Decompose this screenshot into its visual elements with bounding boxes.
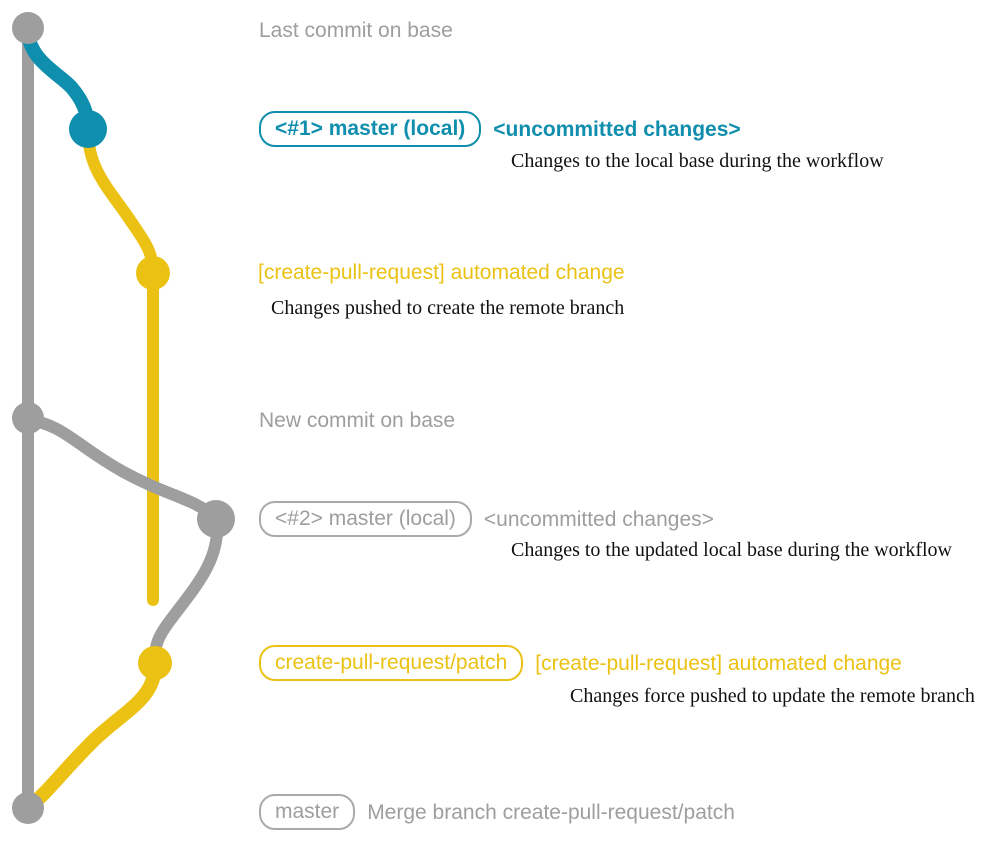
remote-1-push-curve (82, 125, 159, 279)
badge-local-2[interactable]: <#2> master (local) (259, 501, 472, 537)
commit-message-local-1: <uncommitted changes> (493, 117, 741, 141)
badge-remote-branch[interactable]: create-pull-request/patch (259, 645, 524, 681)
remote-2-forcepush-curve (148, 515, 224, 669)
badge-local-1[interactable]: <#1> master (local) (259, 111, 482, 147)
commit-node-base-head[interactable] (12, 12, 44, 44)
row-remote-create: [create-pull-request] automated change (258, 262, 625, 283)
row-local-1: <#1> master (local) <uncommitted changes… (259, 111, 741, 147)
commit-message-remote-create: [create-pull-request] automated change (258, 261, 625, 284)
local-2-branch-curve (22, 414, 222, 525)
row-merge: master Merge branch create-pull-request/… (259, 794, 735, 830)
commit-message-local-2: <uncommitted changes> (483, 507, 714, 531)
description-remote-create: Changes pushed to create the remote bran… (271, 297, 625, 319)
commit-node-base-new[interactable] (12, 402, 44, 434)
commit-node-remote-1[interactable] (136, 256, 170, 290)
commit-message-remote-update: [create-pull-request] automated change (535, 651, 902, 675)
commit-node-remote-2[interactable] (138, 646, 172, 680)
row-remote-update: create-pull-request/patch [create-pull-r… (259, 645, 902, 681)
headline-new-commit-on-base: New commit on base (259, 409, 456, 432)
row-local-2: <#2> master (local) <uncommitted changes… (259, 501, 714, 537)
commit-node-local-2[interactable] (197, 500, 235, 538)
commit-node-local-1[interactable] (69, 110, 107, 148)
description-local-2: Changes to the updated local base during… (511, 539, 952, 561)
commit-node-merge[interactable] (12, 792, 44, 824)
commit-message-merge: Merge branch create-pull-request/patch (367, 800, 735, 824)
description-local-1: Changes to the local base during the wor… (511, 150, 884, 172)
merge-curve (23, 658, 162, 813)
headline-last-commit-on-base: Last commit on base (259, 19, 453, 42)
description-remote-update: Changes force pushed to update the remot… (570, 685, 975, 707)
badge-master[interactable]: master (259, 794, 356, 830)
